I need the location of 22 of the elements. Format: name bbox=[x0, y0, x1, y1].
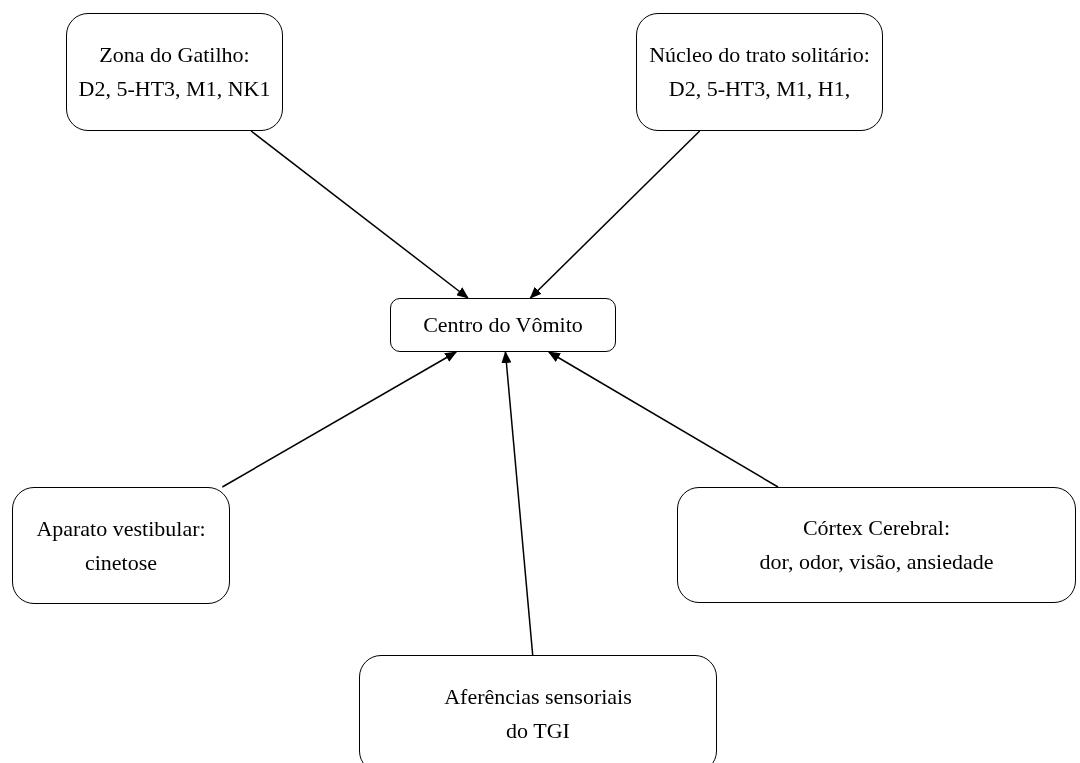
rounded-box bbox=[66, 13, 283, 131]
arrow bbox=[548, 351, 779, 488]
box-heading: Núcleo do trato solitário: bbox=[649, 41, 870, 69]
box-heading: Zona do Gatilho: bbox=[99, 41, 250, 69]
rounded-box bbox=[390, 298, 616, 352]
box-heading: Aferências sensoriais bbox=[444, 683, 632, 711]
rounded-box bbox=[359, 655, 717, 763]
box-text: D2, 5-HT3, M1, H1, bbox=[668, 75, 851, 103]
box-text: D2, 5-HT3, M1, NK1 bbox=[78, 75, 271, 103]
box-heading: Aparato vestibular: bbox=[36, 514, 206, 543]
rounded-box bbox=[636, 13, 883, 131]
arrow bbox=[501, 351, 534, 656]
box-text: dor, odor, visão, ansiedade bbox=[759, 548, 994, 576]
arrow bbox=[529, 130, 701, 299]
box-heading: Centro do Vômito bbox=[423, 311, 583, 339]
box-heading: Córtex Cerebral: bbox=[802, 514, 951, 542]
arrow bbox=[250, 130, 469, 299]
rounded-box bbox=[677, 487, 1076, 603]
arrow bbox=[221, 351, 458, 488]
box-text: cinetose bbox=[84, 548, 158, 577]
box-text: do TGI bbox=[506, 717, 570, 745]
rounded-box bbox=[12, 487, 230, 604]
